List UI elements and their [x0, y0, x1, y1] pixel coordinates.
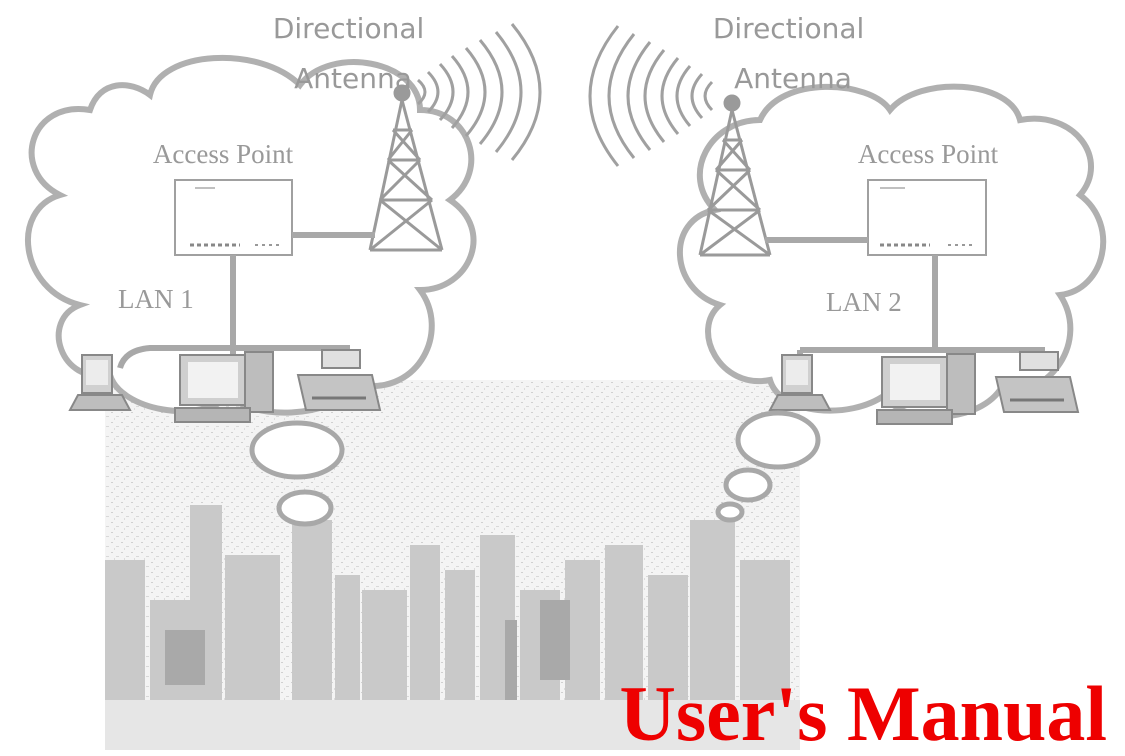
right-antenna-tower-icon [698, 94, 772, 257]
radio-waves [416, 23, 714, 167]
left-antenna-tower-icon [368, 84, 444, 252]
thought-bubbles-right [715, 410, 821, 523]
left-printer-icon [296, 349, 382, 411]
right-access-point-icon [867, 179, 987, 256]
lan1-label: LAN 1 [118, 284, 194, 314]
left-access-point-icon [174, 179, 293, 256]
right-printer-icon [994, 351, 1080, 413]
right-antenna-label: Directional Antenna [713, 12, 873, 95]
left-laptop-icon [68, 354, 132, 411]
thought-bubbles-left [249, 420, 345, 527]
left-antenna-label: Directional Antenna [273, 12, 433, 95]
city-skyline-image [105, 380, 800, 750]
right-desktop-computer-icon [876, 353, 976, 425]
left-lan-cabling [117, 232, 375, 370]
left-access-point-label: Access Point [153, 139, 294, 169]
lan2-label: LAN 2 [826, 287, 902, 317]
left-desktop-computer-icon [174, 351, 274, 423]
right-laptop-icon [768, 354, 832, 411]
users-manual-title: User's Manual [620, 670, 1108, 756]
right-access-point-label: Access Point [858, 139, 999, 169]
